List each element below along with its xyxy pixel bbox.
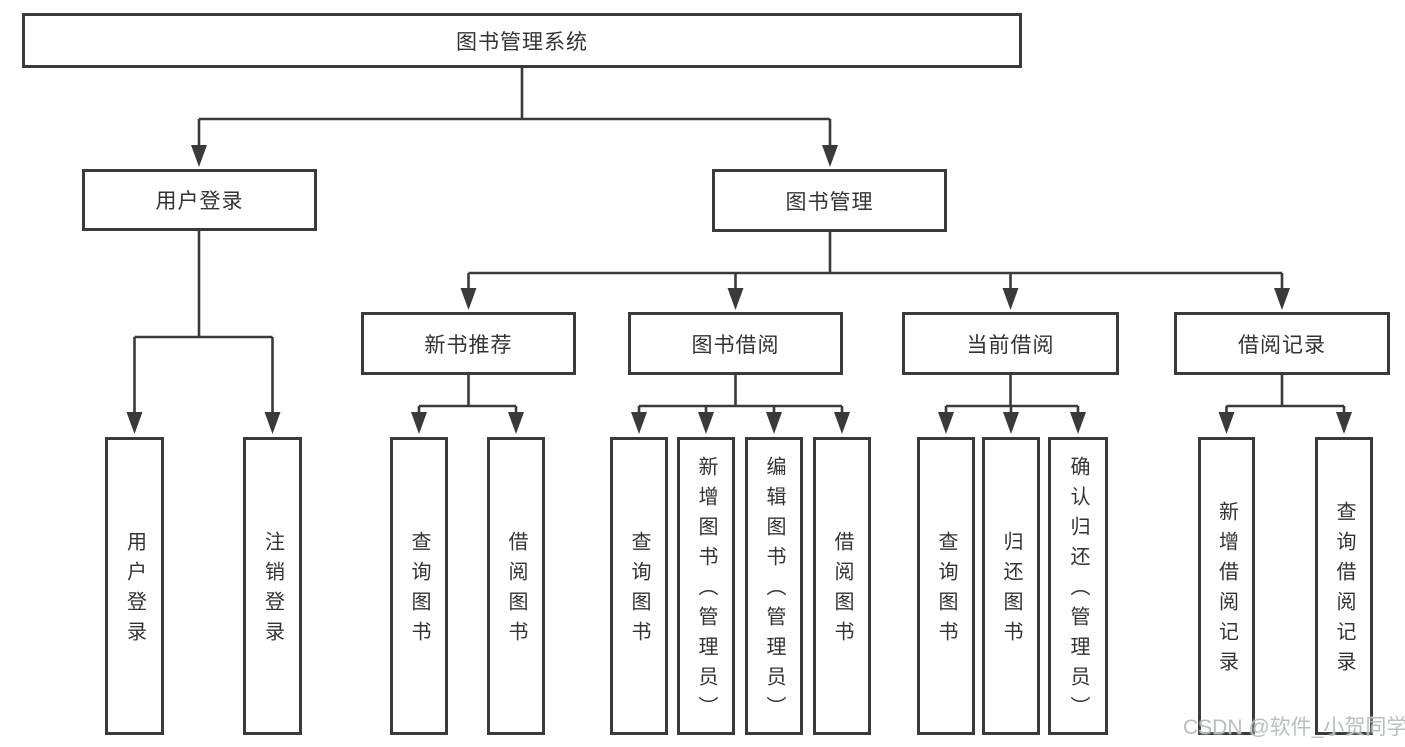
node-book-borrowing: 图书借阅: [628, 312, 843, 375]
node-new-book-recommend-label: 新书推荐: [424, 333, 513, 357]
csdn-watermark: CSDN @软件_小贺同学: [1183, 716, 1405, 739]
node-current-borrowing-label: 当前借阅: [966, 333, 1055, 357]
leaf-query-book-1: 查询图书: [390, 437, 448, 735]
node-book-management: 图书管理: [712, 169, 947, 232]
leaf-logout-label: 注销登录: [261, 531, 284, 651]
leaf-borrow-book-1: 借阅图书: [487, 437, 545, 735]
node-book-management-label: 图书管理: [785, 190, 874, 214]
node-book-borrowing-label: 图书借阅: [691, 333, 780, 357]
leaf-add-book-admin-label: 新增图书（管理员）: [695, 456, 717, 726]
node-root: 图书管理系统: [22, 13, 1022, 68]
leaf-confirm-return-admin: 确认归还（管理员）: [1048, 437, 1108, 735]
leaf-query-book-2: 查询图书: [610, 437, 668, 735]
leaf-return-book-label: 归还图书: [1000, 531, 1022, 651]
leaf-return-book: 归还图书: [982, 437, 1040, 735]
leaf-query-book-3-label: 查询图书: [935, 531, 957, 651]
leaf-user-login: 用户登录: [105, 437, 164, 735]
leaf-add-book-admin: 新增图书（管理员）: [677, 437, 735, 735]
leaf-borrow-book-1-label: 借阅图书: [505, 531, 527, 651]
node-root-label: 图书管理系统: [456, 30, 588, 54]
node-borrowing-records-label: 借阅记录: [1238, 333, 1326, 357]
node-borrowing-records: 借阅记录: [1174, 312, 1390, 375]
leaf-logout: 注销登录: [243, 437, 302, 735]
leaf-edit-book-admin: 编辑图书（管理员）: [745, 437, 803, 735]
leaf-query-book-1-label: 查询图书: [408, 531, 430, 651]
node-current-borrowing: 当前借阅: [902, 312, 1119, 375]
arrowheads: [126, 145, 1352, 434]
node-user-login: 用户登录: [82, 169, 317, 231]
leaf-confirm-return-admin-label: 确认归还（管理员）: [1067, 456, 1089, 726]
leaf-query-borrow-record: 查询借阅记录: [1315, 437, 1373, 735]
leaf-query-book-3: 查询图书: [917, 437, 975, 735]
leaf-query-book-2-label: 查询图书: [628, 531, 650, 651]
leaf-borrow-book-2: 借阅图书: [813, 437, 871, 735]
leaf-query-borrow-record-label: 查询借阅记录: [1333, 501, 1355, 681]
leaf-add-borrow-record-label: 新增借阅记录: [1215, 501, 1238, 681]
node-new-book-recommend: 新书推荐: [361, 312, 576, 375]
leaf-user-login-label: 用户登录: [123, 531, 146, 651]
node-user-login-label: 用户登录: [155, 190, 244, 213]
leaf-add-borrow-record: 新增借阅记录: [1198, 437, 1255, 735]
leaf-edit-book-admin-label: 编辑图书（管理员）: [763, 456, 785, 726]
leaf-borrow-book-2-label: 借阅图书: [831, 531, 853, 651]
